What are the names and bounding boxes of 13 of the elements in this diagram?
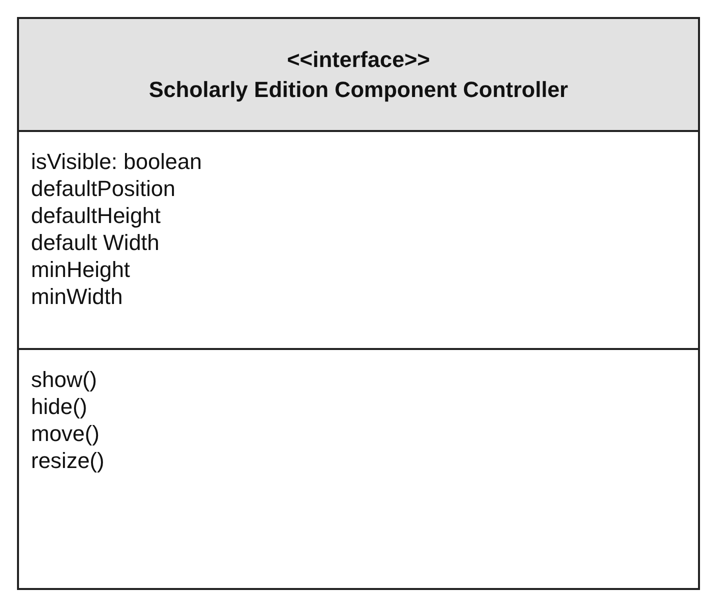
attribute-text: minHeight: [31, 256, 130, 283]
attribute-text: minWidth: [31, 283, 123, 310]
method-text: hide(): [31, 393, 88, 420]
class-name: Scholarly Edition Component Controller: [148, 76, 568, 104]
class-box: [17, 17, 700, 590]
method-text: show(): [31, 366, 98, 393]
method-text: resize(): [31, 447, 104, 474]
attribute-text: isVisible: boolean: [31, 148, 202, 175]
method-text: move(): [31, 420, 100, 447]
attribute-text: defaultHeight: [31, 202, 161, 229]
attribute-text: default Width: [31, 229, 160, 256]
attribute-text: defaultPosition: [31, 175, 176, 202]
stereotype-label: <<interface>>: [286, 46, 430, 74]
